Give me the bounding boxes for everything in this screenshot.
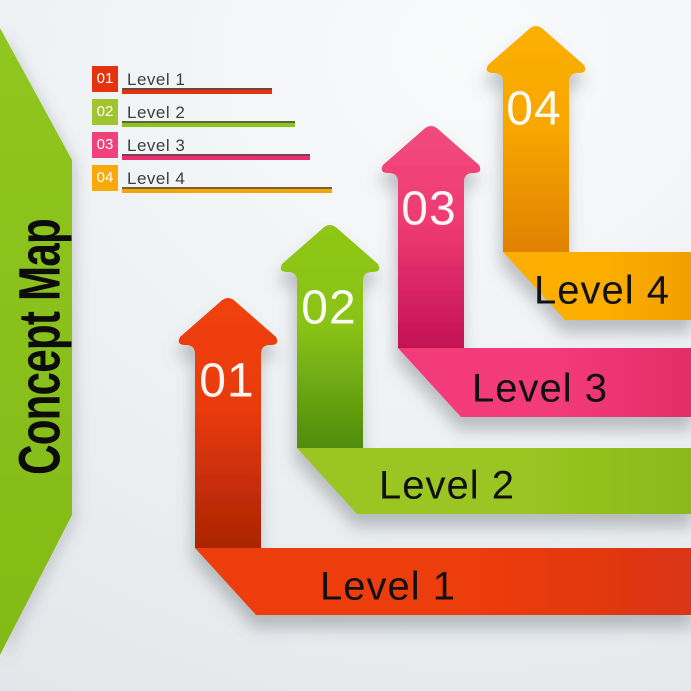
legend-label-3: Level 3 <box>127 136 186 155</box>
legend-item-1: 01 Level 1 <box>92 66 372 99</box>
legend-badge-3: 03 <box>92 132 118 158</box>
legend-label-2: Level 2 <box>127 103 186 122</box>
legend-badge-4: 04 <box>92 165 118 191</box>
sidebar-green-ribbon <box>0 28 72 655</box>
arrow-shaft-04 <box>486 26 586 252</box>
legend-underline-4 <box>122 187 332 193</box>
legend-underline-2 <box>122 121 295 127</box>
arrow-04 <box>486 26 691 320</box>
arrow-band-01 <box>195 548 691 615</box>
arrow-01 <box>178 298 691 615</box>
legend-label-4: Level 4 <box>127 169 186 188</box>
arrow-number-02: 02 <box>301 281 357 335</box>
arrow-band-03 <box>398 348 691 417</box>
arrow-band-label-03: Level 3 <box>472 366 608 411</box>
arrow-band-04 <box>503 252 691 320</box>
legend: 01 Level 1 02 Level 2 03 Level 3 04 Leve… <box>92 66 372 206</box>
legend-badge-1: 01 <box>92 66 118 92</box>
sidebar-title: Concept Map <box>7 219 73 475</box>
arrow-number-01: 01 <box>199 354 255 408</box>
arrow-band-label-04: Level 4 <box>534 268 670 313</box>
arrow-band-label-01: Level 1 <box>320 564 456 609</box>
legend-item-4: 04 Level 4 <box>92 165 372 198</box>
legend-underline-1 <box>122 88 272 94</box>
arrow-band-02 <box>297 448 691 514</box>
arrow-band-label-02: Level 2 <box>379 463 515 508</box>
legend-item-3: 03 Level 3 <box>92 132 372 165</box>
arrow-03 <box>381 126 691 417</box>
legend-label-1: Level 1 <box>127 70 186 89</box>
arrow-02 <box>280 225 691 514</box>
arrow-shaft-03 <box>381 126 481 348</box>
arrow-number-03: 03 <box>401 182 457 236</box>
arrow-shaft-02 <box>280 225 380 448</box>
legend-underline-3 <box>122 154 310 160</box>
arrow-shaft-01 <box>178 298 278 548</box>
legend-badge-2: 02 <box>92 99 118 125</box>
legend-item-2: 02 Level 2 <box>92 99 372 132</box>
arrow-number-04: 04 <box>506 82 562 136</box>
